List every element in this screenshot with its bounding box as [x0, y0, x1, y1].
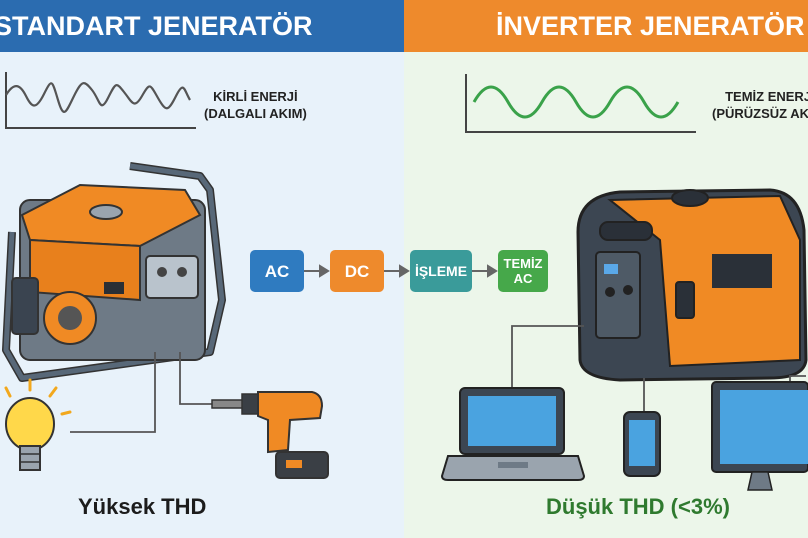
- left-connection-wires: [70, 352, 218, 433]
- light-bulb-icon: [4, 378, 72, 471]
- standard-generator-header: STANDART JENERATÖR: [0, 0, 404, 52]
- inverter-generator-header: İNVERTER JENERATÖR: [404, 0, 808, 52]
- clean-wave-line: [472, 85, 680, 119]
- clean-energy-label: TEMİZ ENERJİ (PÜRÜZSÜZ AKIM): [712, 88, 808, 122]
- clean-energy-label-line1: TEMİZ ENERJİ: [725, 89, 808, 104]
- dirty-energy-label-line2: (DALGALI AKIM): [204, 106, 307, 121]
- right-connection-wires: [511, 325, 806, 412]
- low-thd-label: Düşük THD (<3%): [546, 494, 730, 519]
- dirty-energy-label: KİRLİ ENERJİ (DALGALI AKIM): [204, 88, 307, 122]
- clean-wave-chart: [465, 74, 696, 133]
- high-thd-label: Yüksek THD: [78, 494, 207, 519]
- flow-step-processing: İŞLEME: [410, 250, 472, 292]
- inverter-generator-icon: [576, 188, 808, 382]
- open-frame-generator-icon: [2, 162, 226, 382]
- clean-energy-label-line2: (PÜRÜZSÜZ AKIM): [712, 106, 808, 121]
- inverter-generator-title: İNVERTER JENERATÖR: [496, 11, 805, 41]
- flow-step-clean-ac: TEMİZ AC: [498, 250, 548, 292]
- dirty-energy-label-line1: KİRLİ ENERJİ: [213, 89, 298, 104]
- dirty-wave-line: [5, 82, 191, 113]
- smartphone-icon: [623, 411, 661, 477]
- flow-step-dc: DC: [330, 250, 384, 292]
- flow-arrows: [304, 264, 498, 278]
- standard-generator-title: STANDART JENERATÖR: [0, 11, 313, 41]
- cordless-drill-icon: [211, 391, 329, 479]
- laptop-icon: [440, 387, 586, 481]
- flow-step-ac: AC: [250, 250, 304, 292]
- monitor-icon: [711, 381, 808, 491]
- dirty-wave-chart: [5, 72, 196, 129]
